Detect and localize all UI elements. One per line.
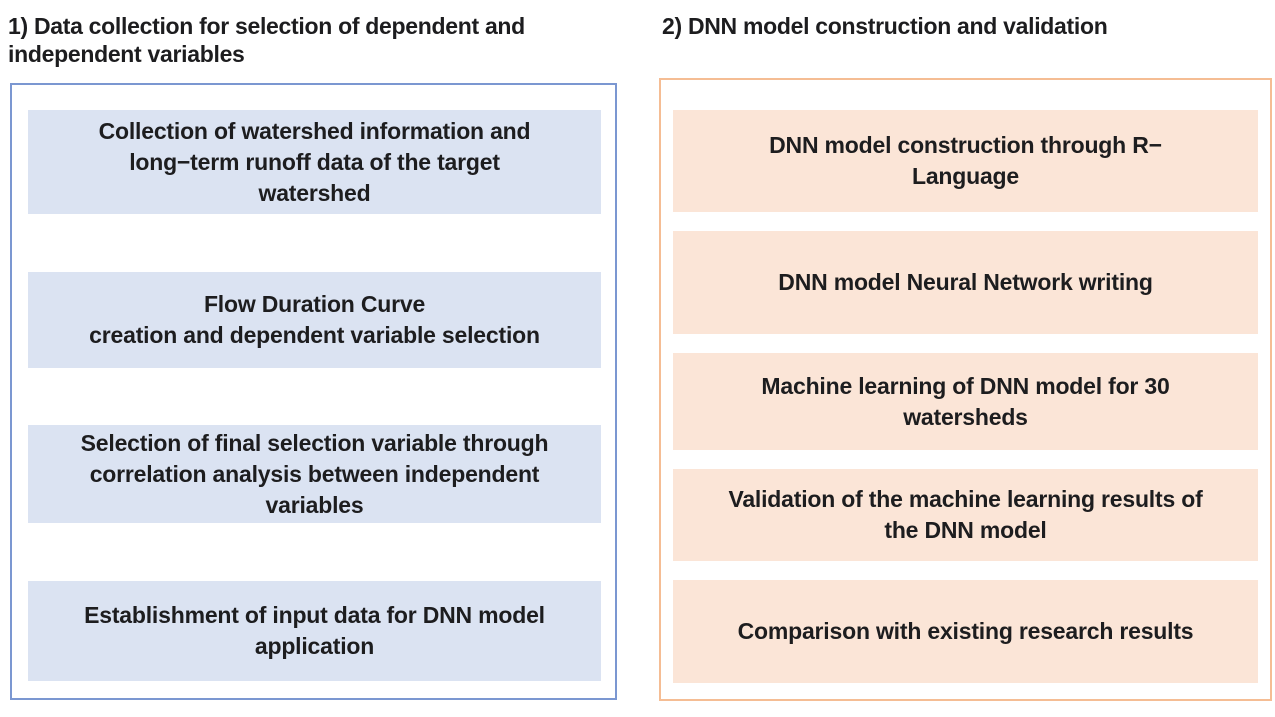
step-box: Selection of final selection variable th…	[28, 425, 601, 524]
panel-1-frame: Collection of watershed information and …	[10, 83, 617, 700]
step-box: DNN model construction through R− Langua…	[673, 110, 1258, 212]
step-box: Flow Duration Curve creation and depende…	[28, 271, 601, 368]
step-box: Validation of the machine learning resul…	[673, 469, 1258, 561]
step-box: Establishment of input data for DNN mode…	[28, 580, 601, 681]
step-box: Comparison with existing research result…	[673, 580, 1258, 683]
panel-2-frame: DNN model construction through R− Langua…	[659, 78, 1272, 701]
panel-2-title: 2) DNN model construction and validation	[662, 13, 1108, 39]
step-box: DNN model Neural Network writing	[673, 231, 1258, 334]
step-box: Machine learning of DNN model for 30 wat…	[673, 353, 1258, 450]
step-box: Collection of watershed information and …	[28, 110, 601, 214]
panel-1-title: 1) Data collection for selection of depe…	[8, 13, 525, 67]
